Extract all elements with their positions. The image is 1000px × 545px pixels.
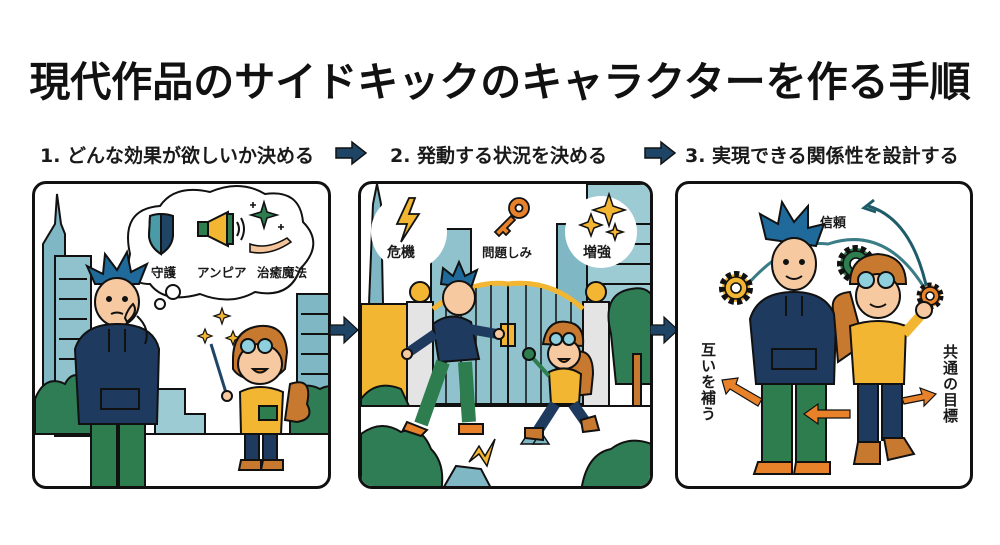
tree	[607, 287, 650, 415]
bushes	[361, 384, 650, 486]
shield-icon	[147, 212, 174, 256]
step-1-heading: 1. どんな効果が欲しいか決める	[40, 145, 315, 167]
crack-lightning-icon	[468, 438, 496, 468]
arrow-right-icon	[335, 140, 368, 166]
gear-icon	[719, 271, 753, 305]
step-3-heading: 3. 実現できる関係性を設計する	[685, 145, 959, 167]
panel-step-1: 守護 アンピア 治癒魔法	[32, 181, 331, 489]
sparkles-icon	[196, 306, 242, 347]
situation-label-boost: 増強	[583, 245, 611, 261]
scene-trigger-situation	[361, 184, 650, 486]
arrow-right-icon	[330, 315, 359, 345]
panel-step-2: 危機 問題しみ 増強	[358, 181, 653, 489]
running-hero	[401, 259, 505, 438]
megaphone-icon	[197, 210, 245, 248]
page-title: 現代作品のサイドキックのキャラクターを作る手順	[29, 58, 971, 106]
trust-arrow-icon	[867, 204, 930, 295]
sidekick-with-wand	[209, 324, 311, 471]
healing-hand-icon	[248, 199, 293, 254]
situation-bubbles	[371, 194, 637, 270]
key-icon	[493, 197, 530, 238]
sidekick-fist-up	[831, 252, 933, 465]
standing-hero	[748, 199, 838, 475]
lightning-icon	[395, 197, 421, 243]
scene-relationship	[719, 198, 944, 475]
thinking-hero	[73, 249, 161, 486]
situation-label-problem: 問題しみ	[482, 245, 533, 260]
scene-choose-effect	[35, 185, 328, 486]
sidekick-with-key	[522, 320, 601, 442]
arrow-right-icon	[644, 140, 677, 166]
relation-label-trust: 信頼	[820, 216, 847, 231]
sparkles-icon	[577, 191, 628, 243]
complement-arrows-icon	[721, 377, 938, 426]
gear-icon	[916, 282, 944, 310]
relation-label-complement: 互いを補う	[699, 342, 717, 422]
effect-label-guard: 守護	[151, 265, 177, 280]
arrow-right-icon	[650, 315, 679, 345]
effect-label-heal: 治癒魔法	[257, 265, 308, 280]
panel-step-3: 信頼 互いを補う 共通の目標	[675, 181, 973, 489]
step-2-heading: 2. 発動する状況を決める	[390, 145, 608, 167]
situation-label-crisis: 危機	[387, 245, 415, 261]
relation-label-common-goal: 共通の目標	[941, 344, 959, 424]
effect-label-amp: アンピア	[197, 265, 247, 280]
